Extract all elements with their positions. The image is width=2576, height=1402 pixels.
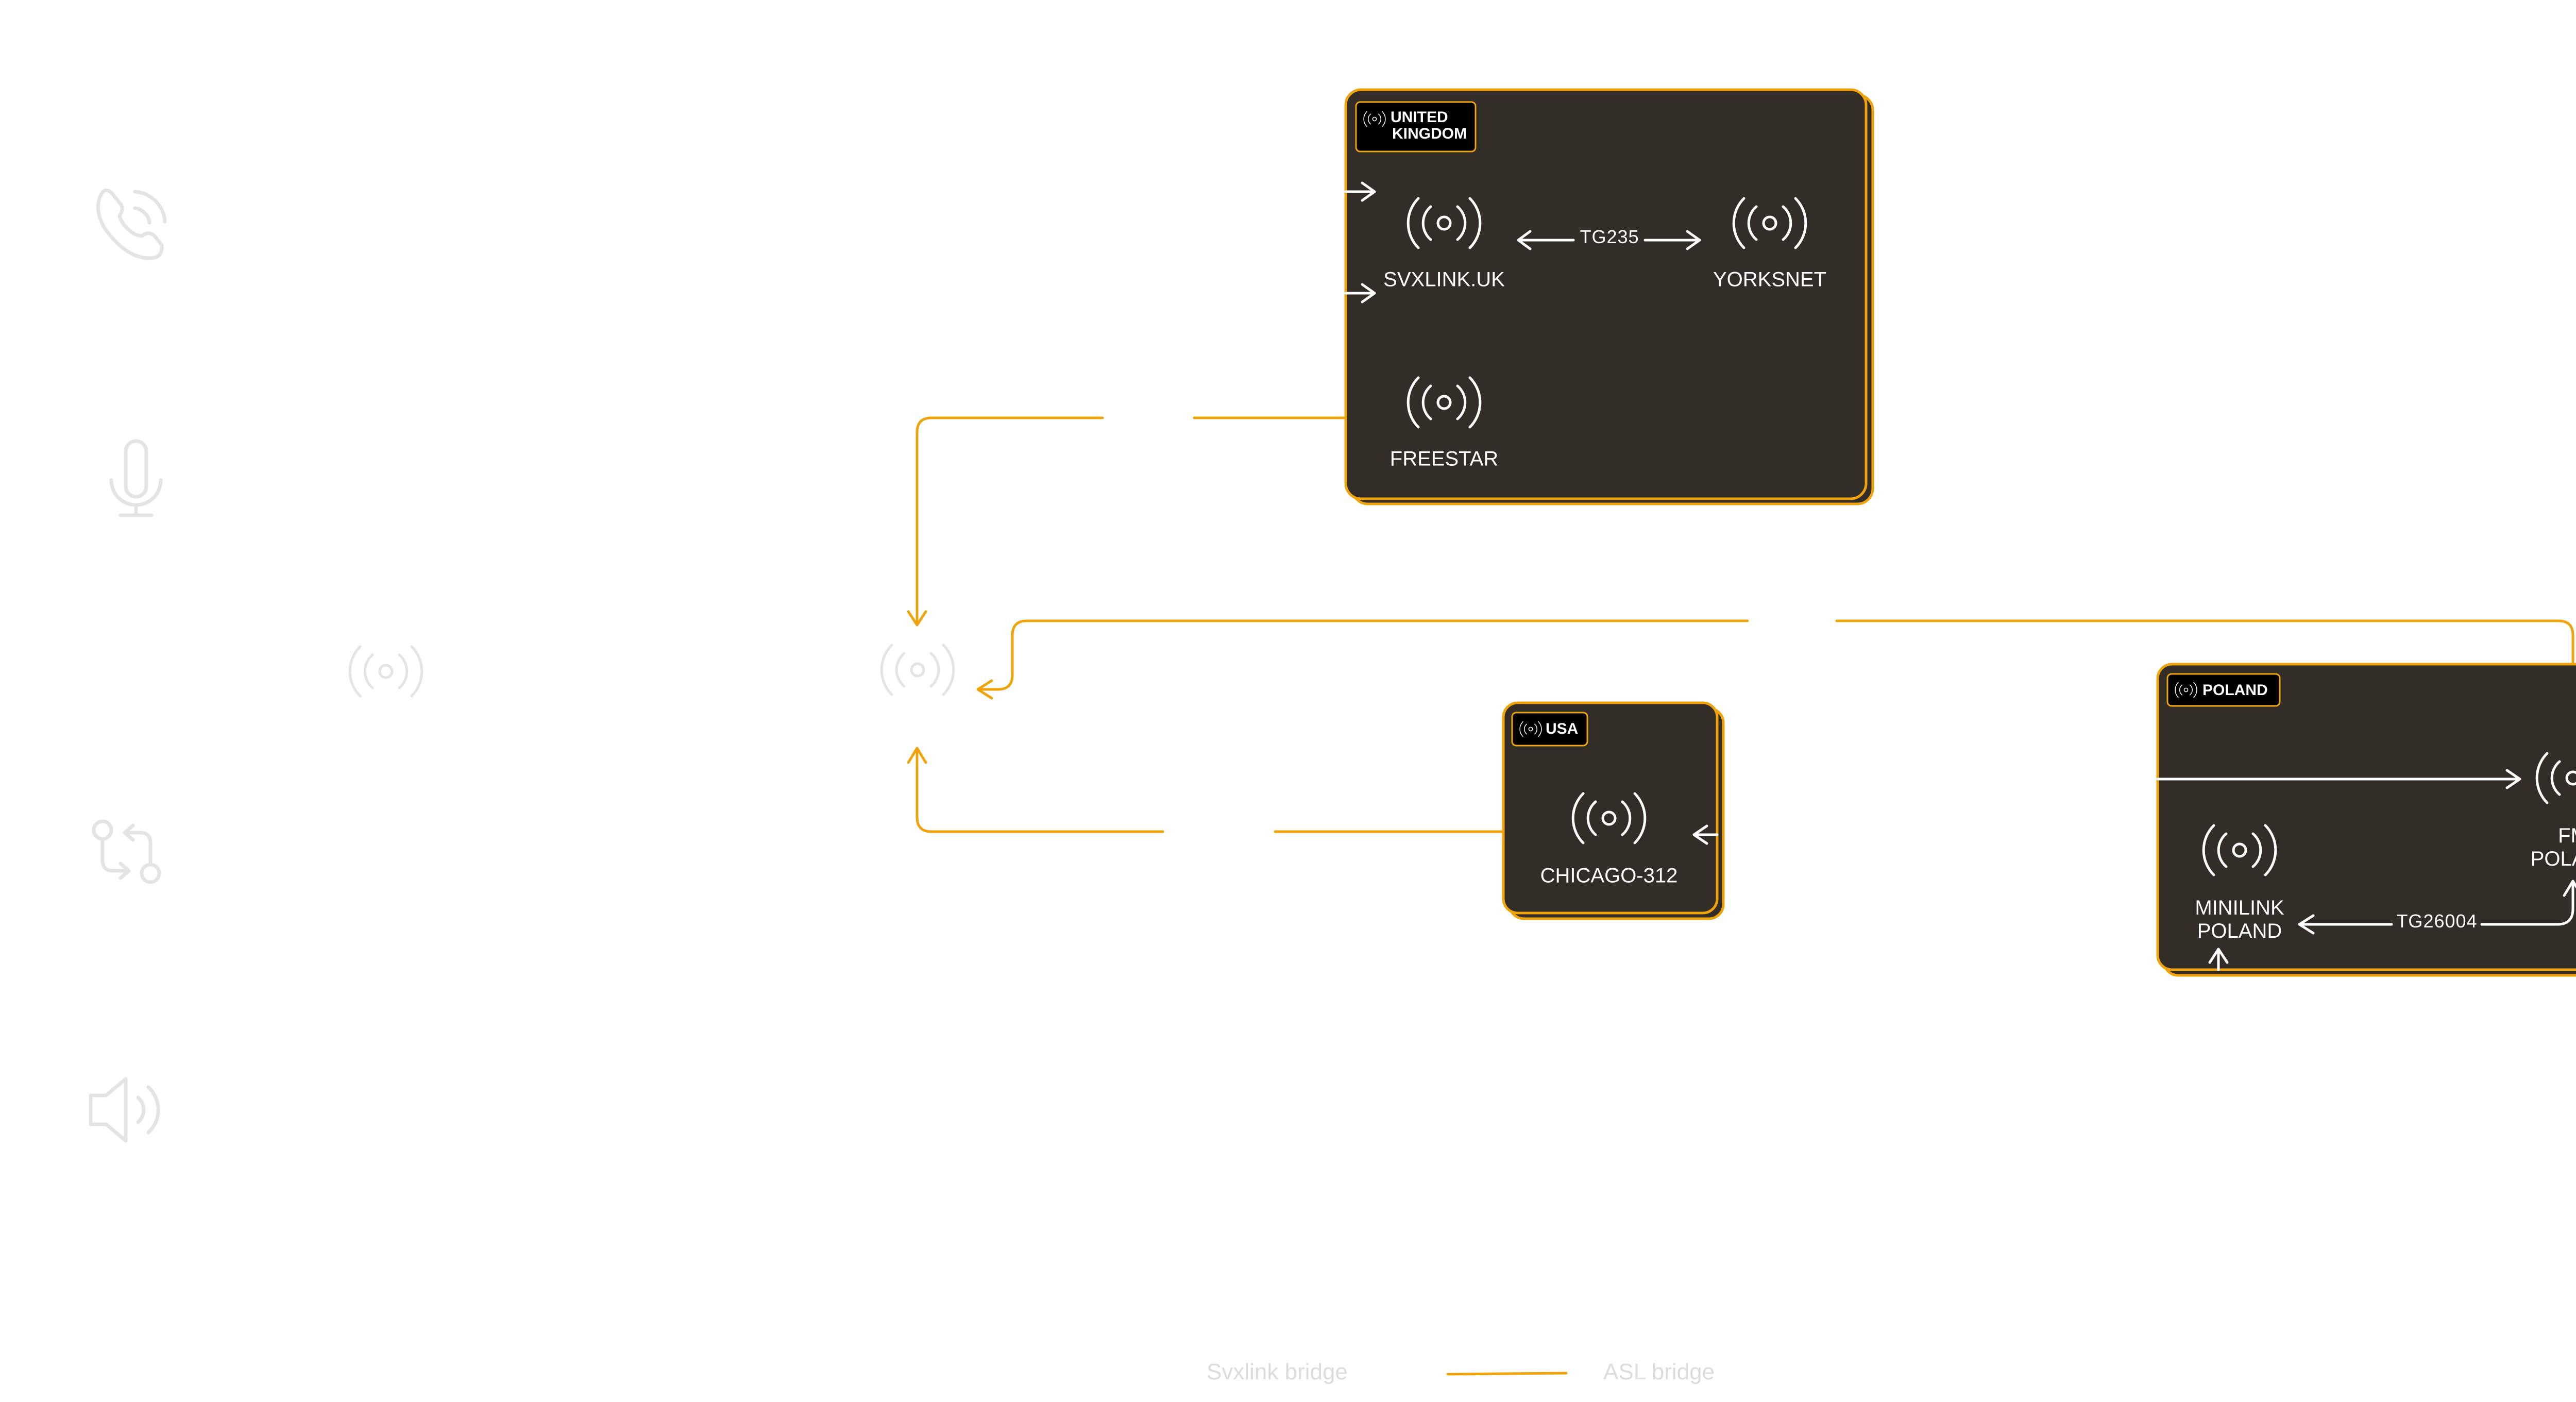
node-label-freestar: FREESTAR bbox=[1389, 447, 1499, 470]
badge-label-line: UNITED bbox=[1391, 109, 1448, 126]
node-label-line: POLAND bbox=[2530, 848, 2576, 870]
badge-label-united-kingdom: UNITED KINGDOM bbox=[1391, 109, 1467, 143]
badge-label-usa: USA bbox=[1546, 720, 1579, 737]
node-label-svxlink-uk: SVXLINK.UK bbox=[1383, 268, 1505, 291]
badge-label-line: POLAND bbox=[2202, 682, 2268, 699]
badge-usa bbox=[1511, 712, 1588, 747]
asl-line-uk-hub bbox=[916, 416, 1104, 625]
faint-tower-icon bbox=[350, 647, 422, 696]
badge-united-kingdom bbox=[1355, 101, 1477, 153]
asl-line-hub-usa bbox=[916, 750, 1164, 833]
node-label-minilink-poland: MINILINK POLAND bbox=[2195, 897, 2284, 943]
node-label-line: MINILINK bbox=[2195, 897, 2284, 920]
asl-line-to-fm-poland bbox=[1835, 619, 2574, 736]
node-label-yorksnet: YORKSNET bbox=[1713, 268, 1827, 291]
git-compare-icon bbox=[92, 819, 161, 884]
badge-poland bbox=[2166, 673, 2281, 707]
asl-line-poland-hub bbox=[977, 619, 1749, 691]
arrowhead bbox=[907, 610, 927, 627]
arrowhead bbox=[976, 679, 993, 700]
legend-label-svxlink: Svxlink bridge bbox=[1207, 1359, 1348, 1384]
legend-label-asl: ASL bridge bbox=[1603, 1359, 1715, 1384]
group-usa bbox=[1502, 701, 1725, 920]
node-label-line: POLAND bbox=[2197, 920, 2282, 942]
hub-tower-icon bbox=[882, 645, 954, 695]
microphone-icon bbox=[109, 439, 163, 517]
node-label-fm-poland: FM POLAND bbox=[2531, 824, 2576, 871]
badge-label-line: USA bbox=[1546, 720, 1579, 737]
tg26004-link-right bbox=[2480, 881, 2574, 926]
arrowhead bbox=[907, 747, 927, 764]
badge-label-poland: POLAND bbox=[2202, 682, 2268, 699]
legend-asl-swatch bbox=[1446, 1372, 1568, 1376]
badge-label-line: KINGDOM bbox=[1392, 125, 1467, 143]
speaker-icon bbox=[89, 1077, 160, 1143]
group-united-kingdom bbox=[1344, 88, 1874, 505]
node-label-line: FM bbox=[2558, 824, 2576, 848]
phone-call-icon bbox=[96, 188, 167, 260]
node-label-chicago: CHICAGO-312 bbox=[1540, 864, 1678, 887]
talkgroup-label-tg26004: TG26004 bbox=[2396, 910, 2478, 932]
talkgroup-label-tg235: TG235 bbox=[1580, 226, 1639, 247]
group-poland bbox=[2156, 663, 2576, 977]
